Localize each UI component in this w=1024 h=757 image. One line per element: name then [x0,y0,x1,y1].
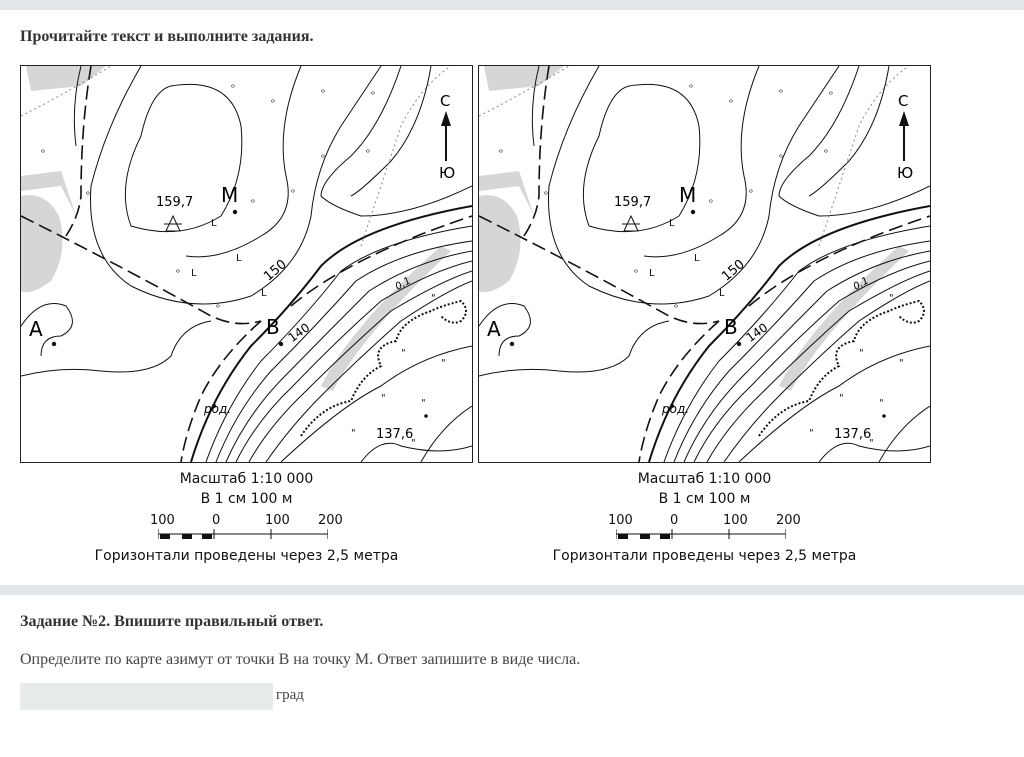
svg-text:ᵒ: ᵒ [216,303,220,314]
svg-text:": " [899,358,904,369]
answer-input[interactable] [20,683,273,710]
svg-text:159,7: 159,7 [156,195,193,210]
instruction-heading: Прочитайте текст и выполните задания. [20,28,314,45]
svg-text:ᵒ: ᵒ [634,268,638,279]
svg-text:L: L [669,218,675,229]
north-arrow: С Ю [439,92,455,182]
north-arrow: С Ю [897,92,913,182]
svg-text:ᵒ: ᵒ [779,88,783,99]
unit-label: град [276,687,304,703]
svg-text:ᵒ: ᵒ [689,83,693,94]
svg-text:": " [431,293,436,304]
svg-text:ᵒ: ᵒ [231,83,235,94]
svg-text:L: L [719,288,725,299]
svg-text:L: L [211,218,217,229]
svg-text:": " [351,428,356,439]
svg-text:В: В [266,315,280,339]
svg-text:Ю: Ю [439,164,455,182]
svg-text:140: 140 [744,320,771,345]
svg-text:140: 140 [286,320,313,345]
svg-text:ᵒ: ᵒ [251,198,255,209]
svg-text:ᵒ: ᵒ [674,303,678,314]
svg-text:род.: род. [661,402,689,416]
svg-text:L: L [191,268,197,279]
scale-subtitle: В 1 см 100 м [200,491,293,507]
svg-text:": " [869,438,874,449]
svg-text:ᵒ: ᵒ [291,188,295,199]
map-image: ᵒ ᵒ ᵒ ᵒ ᵒ ᵒ ᵒ ᵒ ᵒ ᵒ ᵒ ᵒ L L L L " " " " " " " С Ю 159,7 М… [478,65,931,463]
svg-text:ᵒ: ᵒ [824,148,828,159]
svg-text:А: А [487,317,501,341]
svg-text:ᵒ: ᵒ [709,198,713,209]
map-scale: Масштаб 1:10 000 В 1 см 100 м 100 0 100 … [20,465,473,575]
svg-text:ᵒ: ᵒ [176,268,180,279]
svg-text:L: L [236,253,242,264]
scale-subtitle: В 1 см 100 м [658,491,751,507]
svg-text:": " [421,398,426,409]
svg-text:род.: род. [203,402,231,416]
svg-text:Ю: Ю [897,164,913,182]
svg-text:L: L [649,268,655,279]
svg-text:ᵒ: ᵒ [41,148,45,159]
svg-text:ᵒ: ᵒ [749,188,753,199]
task-question: Определите по карте азимут от точки В на… [20,651,581,668]
svg-text:ᵒ: ᵒ [371,90,375,101]
svg-text:В: В [724,315,738,339]
topographic-map-left: ᵒ ᵒ ᵒ ᵒ ᵒ ᵒ ᵒ ᵒ ᵒ ᵒ ᵒ ᵒ L L L L " " " " " " " С Ю 159,7 М… [20,65,473,575]
svg-text:": " [809,428,814,439]
svg-text:": " [401,348,406,359]
svg-text:А: А [29,317,43,341]
svg-text:": " [859,348,864,359]
svg-text:ᵒ: ᵒ [729,98,733,109]
svg-text:ᵒ: ᵒ [366,148,370,159]
svg-text:": " [441,358,446,369]
contour-note: Горизонтали проведены через 2,5 метра [552,548,857,564]
task-title: Задание №2. Впишите правильный ответ. [20,613,324,630]
svg-text:ᵒ: ᵒ [779,153,783,164]
svg-text:150: 150 [261,257,290,284]
section-divider [0,585,1024,595]
svg-text:С: С [898,92,908,110]
svg-text:С: С [440,92,450,110]
svg-text:М: М [679,183,696,207]
svg-text:ᵒ: ᵒ [86,190,90,201]
svg-text:L: L [694,253,700,264]
topographic-map-right: ᵒ ᵒ ᵒ ᵒ ᵒ ᵒ ᵒ ᵒ ᵒ ᵒ ᵒ ᵒ L L L L " " " " " " " С Ю 159,7 М… [478,65,931,575]
svg-text:": " [879,398,884,409]
svg-text:ᵒ: ᵒ [499,148,503,159]
svg-text:137,6: 137,6 [834,427,871,442]
map-scale: Масштаб 1:10 000 В 1 см 100 м 100 0 100 … [478,465,931,575]
svg-text:ᵒ: ᵒ [271,98,275,109]
svg-text:L: L [261,288,267,299]
svg-text:": " [889,293,894,304]
svg-text:ᵒ: ᵒ [321,153,325,164]
svg-text:": " [381,393,386,404]
svg-text:ᵒ: ᵒ [829,90,833,101]
svg-text:М: М [221,183,238,207]
contour-note: Горизонтали проведены через 2,5 метра [94,548,399,564]
scale-title: Масштаб 1:10 000 [179,471,314,487]
svg-text:150: 150 [719,257,748,284]
svg-text:": " [411,438,416,449]
map-image: ᵒ ᵒ ᵒ ᵒ ᵒ ᵒ ᵒ ᵒ ᵒ ᵒ ᵒ ᵒ L L L L " " " " " " " С Ю 159,7 М… [20,65,473,463]
svg-text:ᵒ: ᵒ [321,88,325,99]
svg-text:": " [839,393,844,404]
top-bar [0,0,1024,10]
scale-title: Масштаб 1:10 000 [637,471,772,487]
svg-text:ᵒ: ᵒ [544,190,548,201]
svg-text:137,6: 137,6 [376,427,413,442]
svg-text:159,7: 159,7 [614,195,651,210]
